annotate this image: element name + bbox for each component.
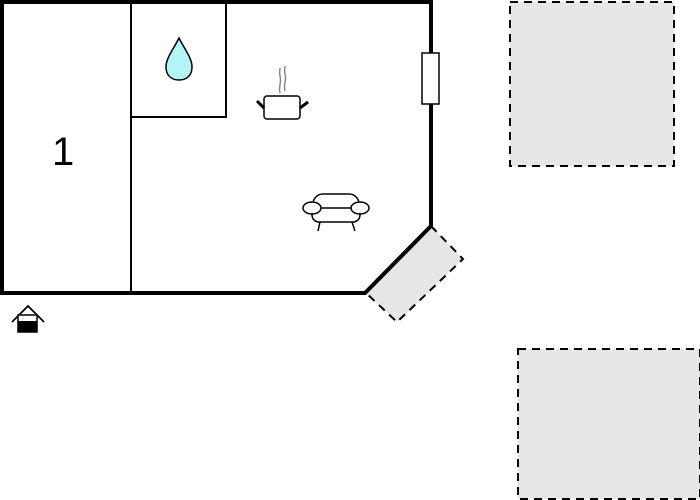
- terrace-diagonal: [363, 224, 465, 324]
- water-drop-icon: [165, 36, 193, 81]
- cooking-pot-icon: [255, 65, 309, 120]
- window-icon: [421, 52, 440, 105]
- room-label: 1: [52, 130, 75, 174]
- outer-wall: [0, 0, 433, 295]
- sofa-icon: [302, 193, 370, 232]
- bathroom-wall: [131, 2, 227, 118]
- outdoor-area-bottom-right: [517, 348, 700, 500]
- outdoor-area-top-right: [509, 1, 675, 167]
- house-entrance-icon: [11, 304, 45, 333]
